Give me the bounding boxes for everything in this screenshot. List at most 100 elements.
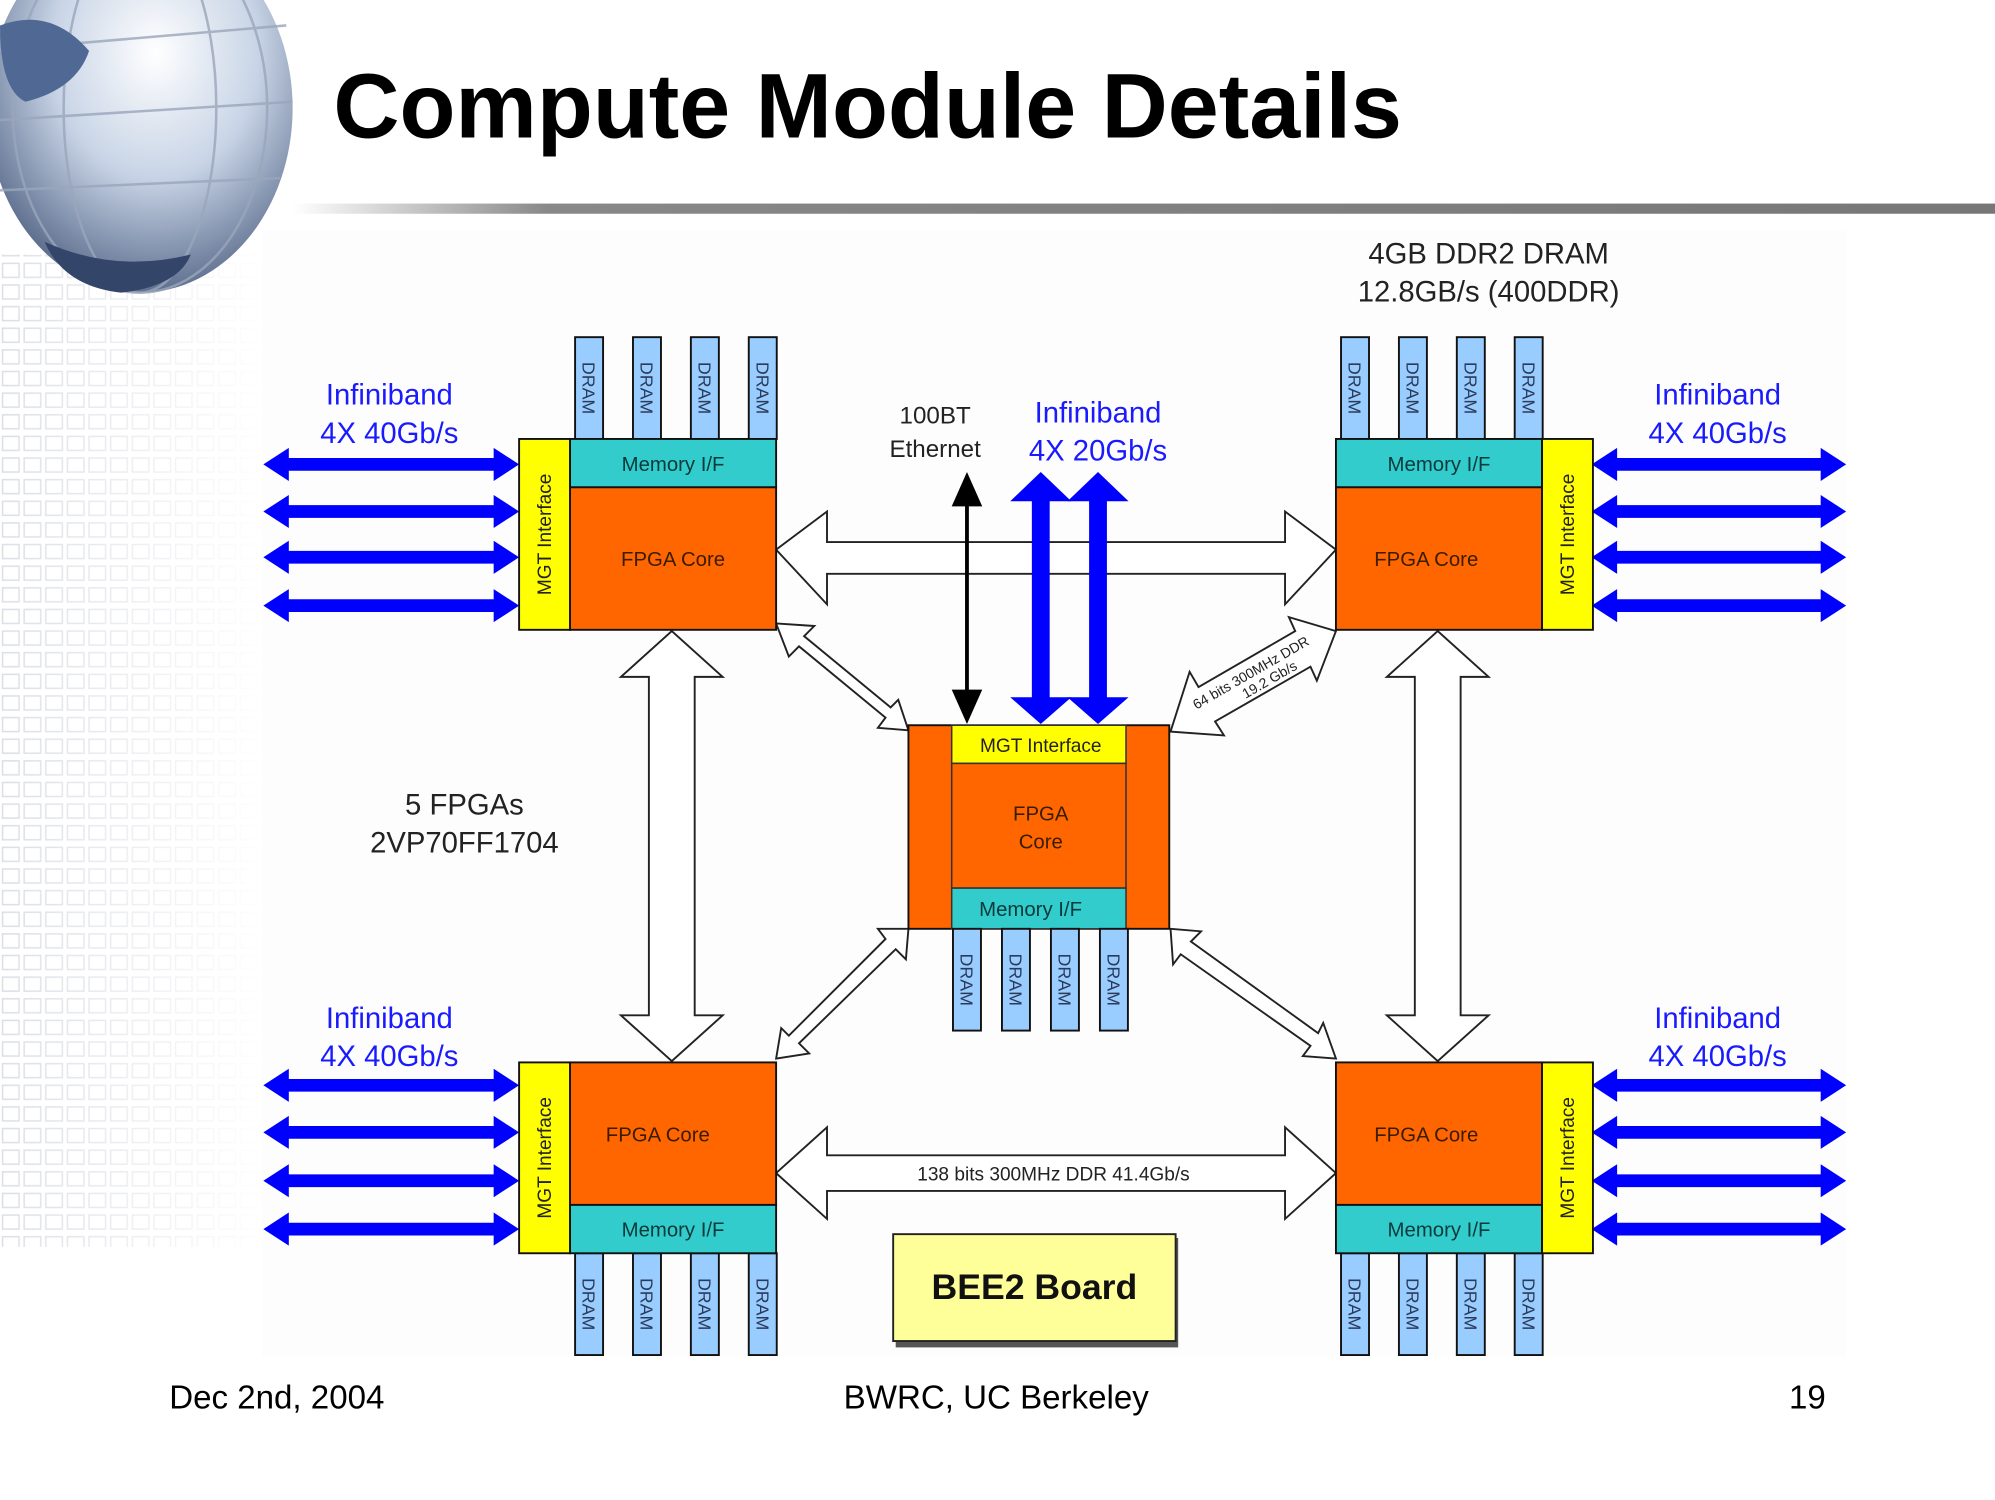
dram-module: DRAM: [747, 1252, 778, 1356]
infiniband-center-line2: 4X 20Gb/s: [1029, 436, 1167, 468]
fpga-core-block: FPGA Core: [950, 762, 1127, 889]
infiniband-arrow: [1591, 540, 1847, 574]
infiniband-center-arrow-1: [1010, 472, 1072, 724]
mgt-interface-block: MGT Interface: [950, 724, 1127, 765]
infiniband-center-arrows: [1010, 472, 1129, 724]
dram-module: DRAM: [1397, 1252, 1428, 1356]
dram-module: DRAM: [632, 336, 662, 440]
infiniband-arrow: [1591, 1212, 1847, 1246]
mgt-interface-label: MGT Interface: [535, 1097, 556, 1219]
ethernet-arrow: [951, 472, 983, 724]
fpga-core-label: FPGA Core: [1374, 549, 1478, 571]
infiniband-arrow: [263, 540, 520, 574]
fpga-core-block: FPGA Core: [1334, 1061, 1544, 1206]
infiniband-tl-line2: 4X 40Gb/s: [320, 418, 458, 450]
footer-organization: BWRC, UC Berkeley: [844, 1379, 1150, 1416]
infiniband-arrow: [263, 1068, 520, 1102]
right-vertical-link-arrow: [1384, 629, 1492, 1063]
fpga-count-label: 5 FPGAs: [405, 789, 524, 821]
dram-module: DRAM: [689, 1252, 720, 1356]
infiniband-arrow: [1591, 1115, 1847, 1149]
infiniband-arrow: [263, 589, 520, 623]
dram-module: DRAM: [1098, 927, 1129, 1032]
left-vertical-link-arrow: [618, 629, 726, 1063]
dram-label: DRAM: [1518, 1278, 1538, 1330]
infiniband-arrow: [1591, 1164, 1847, 1198]
diagonal-link-arrow-br: [1169, 927, 1338, 1060]
dram-label: DRAM: [579, 362, 599, 414]
ethernet-label-line2: Ethernet: [889, 436, 981, 463]
fpga-core-label: FPGA Core: [606, 1124, 710, 1146]
fpga-core-block: FPGA Core: [1334, 486, 1544, 631]
globe-logo-icon: [0, 0, 293, 294]
background-grid-decoration: [0, 254, 268, 1247]
dram-module: DRAM: [632, 1252, 662, 1356]
fpga-core-label-line1: FPGA: [1013, 804, 1069, 826]
board-label: BEE2 Board: [931, 1267, 1137, 1307]
fpga-core-label: FPGA Core: [621, 549, 725, 571]
dram-label: DRAM: [695, 1278, 715, 1330]
dram-label: DRAM: [957, 953, 977, 1005]
dram-module: DRAM: [574, 336, 605, 440]
bottom-link-label: 138 bits 300MHz DDR 41.4Gb/s: [917, 1165, 1190, 1186]
dram-label: DRAM: [1403, 1278, 1423, 1330]
infiniband-center-line1: Infiniband: [1035, 397, 1162, 429]
dram-label: DRAM: [1055, 953, 1075, 1005]
memory-interface-label: Memory I/F: [1388, 1220, 1491, 1242]
dram-module: DRAM: [1513, 336, 1544, 440]
dram-module: DRAM: [1340, 336, 1370, 440]
dram-label: DRAM: [752, 362, 772, 414]
dram-label: DRAM: [1345, 362, 1365, 414]
interconnect-arrows: [618, 509, 1492, 1222]
infiniband-center-arrow-2: [1067, 472, 1129, 724]
dram-label: DRAM: [1518, 362, 1538, 414]
dram-label: DRAM: [579, 1278, 599, 1330]
memory-interface-label: Memory I/F: [622, 1220, 725, 1242]
ethernet-label-line1: 100BT: [900, 403, 971, 430]
bee2-board-box: BEE2 Board: [892, 1233, 1179, 1348]
dram-label: DRAM: [1403, 362, 1423, 414]
diagonal-link-arrow-bl: [774, 927, 910, 1060]
memory-interface-block: Memory I/F: [950, 887, 1127, 930]
dram-module: DRAM: [952, 927, 982, 1032]
infiniband-tr-line2: 4X 40Gb/s: [1649, 418, 1787, 450]
infiniband-tl-line1: Infiniband: [326, 380, 453, 412]
infiniband-arrow: [1591, 494, 1847, 529]
title-rule: [292, 203, 1995, 214]
mgt-interface-block: MGT Interface: [518, 438, 571, 631]
memory-interface-block: Memory I/F: [1334, 1203, 1544, 1255]
dram-label: DRAM: [695, 362, 715, 414]
dram-module: DRAM: [1513, 1252, 1544, 1356]
fpga-core-label-line2: Core: [1019, 832, 1063, 854]
dram-module: DRAM: [574, 1252, 605, 1356]
fpga-part-label: 2VP70FF1704: [370, 827, 559, 859]
dram-module: DRAM: [747, 336, 778, 440]
memory-interface-block: Memory I/F: [1334, 438, 1544, 489]
infiniband-arrow: [263, 1115, 520, 1149]
dram-module: DRAM: [1049, 927, 1080, 1032]
mgt-interface-block: MGT Interface: [518, 1061, 571, 1255]
infiniband-tr-line1: Infiniband: [1654, 380, 1781, 412]
infiniband-br-line1: Infiniband: [1654, 1003, 1781, 1035]
dram-label: DRAM: [637, 1278, 657, 1330]
slide-title: Compute Module Details: [333, 55, 1402, 157]
memory-interface-label: Memory I/F: [622, 454, 725, 476]
infiniband-arrow: [263, 1212, 520, 1246]
mgt-interface-label: MGT Interface: [535, 474, 556, 596]
memory-interface-label: Memory I/F: [979, 899, 1082, 921]
dram-spec-line2: 12.8GB/s (400DDR): [1358, 277, 1620, 309]
infiniband-arrow: [1591, 589, 1847, 623]
diagonal-link-arrow-tr: [1169, 615, 1338, 737]
dram-label: DRAM: [1460, 1278, 1480, 1330]
dram-label: DRAM: [637, 362, 657, 414]
infiniband-arrow: [1591, 1068, 1847, 1102]
infiniband-arrow: [263, 494, 520, 529]
footer-date: Dec 2nd, 2004: [169, 1379, 384, 1416]
dram-label: DRAM: [1006, 953, 1026, 1005]
fpga-core-block: FPGA Core: [569, 486, 778, 631]
